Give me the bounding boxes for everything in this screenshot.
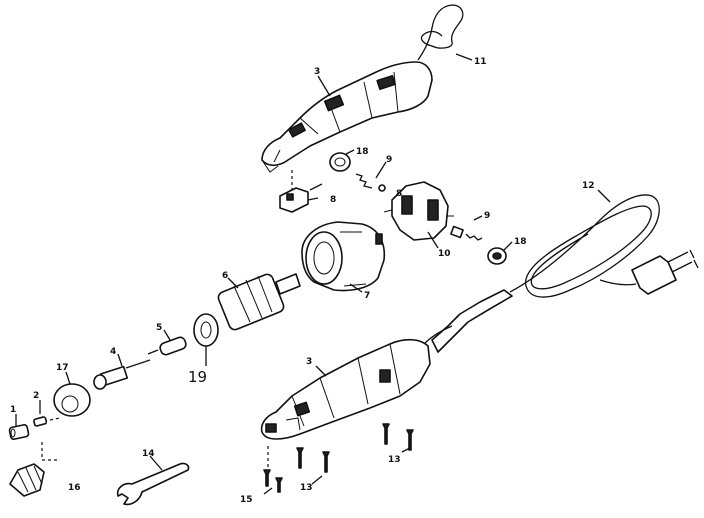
callout-5: 5 xyxy=(156,323,162,333)
spindle-part xyxy=(147,336,187,356)
callout-18-top: 18 xyxy=(356,147,369,157)
callout-14: 14 xyxy=(142,449,155,459)
armature-part xyxy=(193,273,301,347)
hanger-hook-part xyxy=(417,4,464,61)
collet-nut-part xyxy=(8,424,30,440)
callout-18-right: 18 xyxy=(514,237,527,247)
keyless-chuck-part xyxy=(9,463,45,497)
callout-17: 17 xyxy=(56,363,69,373)
callout-10: 10 xyxy=(438,249,451,259)
callout-3-top: 3 xyxy=(314,67,320,77)
power-cord-part xyxy=(423,194,699,353)
callout-9-right: 9 xyxy=(484,211,490,221)
callout-12: 12 xyxy=(582,181,595,191)
brush-cap-top-part xyxy=(329,152,351,172)
callout-16: 16 xyxy=(68,483,81,493)
upper-housing-part xyxy=(261,61,433,173)
housing-screw-set-part xyxy=(296,423,414,473)
callout-7: 7 xyxy=(364,291,370,301)
brush-right-part xyxy=(450,225,483,241)
brush-cap-right-part xyxy=(487,247,507,265)
callout-11: 11 xyxy=(474,57,487,67)
small-screw-set-part xyxy=(263,469,283,493)
lower-housing-part xyxy=(260,338,431,440)
callout-6: 6 xyxy=(222,271,228,281)
callout-19: 19 xyxy=(188,368,207,386)
callout-8-right: 8 xyxy=(396,189,402,199)
collet-part xyxy=(33,416,48,427)
field-stator-part xyxy=(301,221,386,292)
callout-8-left: 8 xyxy=(330,195,336,205)
switch-part xyxy=(279,183,323,213)
leader-lines xyxy=(15,53,611,495)
shaft-part xyxy=(93,359,151,390)
callout-13-right: 13 xyxy=(388,455,401,465)
callout-9-top: 9 xyxy=(386,155,392,165)
nose-cap-part xyxy=(53,383,91,417)
callout-3-bottom: 3 xyxy=(306,357,312,367)
wrench-part xyxy=(116,462,190,506)
callout-13-bottom: 13 xyxy=(300,483,313,493)
callout-4: 4 xyxy=(110,347,116,357)
callout-1: 1 xyxy=(10,405,16,415)
callout-15: 15 xyxy=(240,495,253,505)
brush-spring-top-part xyxy=(355,173,386,192)
callout-2: 2 xyxy=(33,391,39,401)
brush-holder-part xyxy=(383,181,454,241)
callout-labels: 11 3 18 9 8 8 9 10 18 12 7 6 5 4 19 17 2… xyxy=(10,57,595,505)
